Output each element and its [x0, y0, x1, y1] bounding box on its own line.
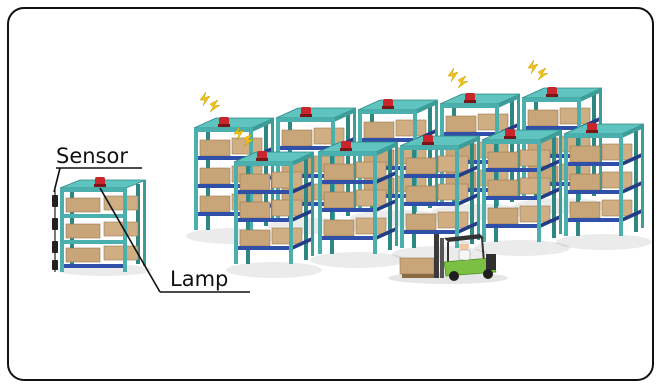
lamp-label: Lamp — [170, 267, 228, 291]
sensor-label: Sensor — [56, 144, 128, 168]
